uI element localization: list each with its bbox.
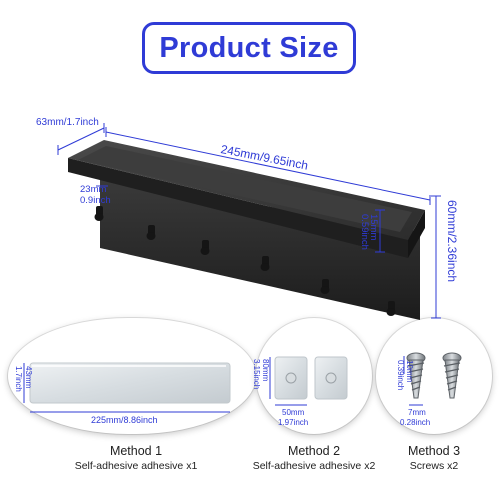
hooks	[94, 206, 396, 316]
hook	[260, 256, 270, 271]
shelf-front-lip	[68, 158, 408, 258]
method-2-height-label-2: 3.15inch	[252, 359, 261, 390]
screws-illustration	[406, 352, 462, 399]
method-1-subtitle: Self-adhesive adhesive x1	[74, 460, 198, 472]
hook-spacing-label-2: 0.9inch	[80, 195, 111, 206]
page-title: Product Size	[159, 31, 339, 64]
method-2-title: Method 2	[287, 444, 341, 458]
lip-height-label-2: 0.59inch	[359, 214, 370, 250]
hook-spacing-label-1: 23mm	[80, 184, 107, 195]
adhesive-pads-illustration	[274, 356, 348, 400]
method-2-width-label-2: 1.97inch	[278, 418, 309, 427]
method-1-height-label-1: 43mm	[24, 366, 33, 389]
hook	[320, 279, 330, 294]
method-3-height-label-1: 10mm	[405, 360, 414, 383]
method-1-height-label-2: 1.7inch	[14, 366, 23, 392]
method-2-width-label-1: 50mm	[282, 408, 305, 417]
adhesive-strip-illustration	[29, 362, 231, 404]
method-3-height-label-2: 0.39inch	[396, 360, 405, 391]
length-dimension-line	[105, 131, 431, 201]
hook	[200, 240, 210, 255]
method-3-width-label-1: 7mm	[408, 408, 426, 417]
hook	[94, 206, 104, 221]
method-3-width-label-2: 0.28inch	[400, 418, 431, 427]
method-3-subtitle: Screws x2	[409, 460, 459, 472]
hook	[146, 225, 156, 240]
method-3-title: Method 3	[407, 444, 461, 458]
method-1-width-label: 225mm/8.86inch	[91, 415, 158, 425]
depth-label: 63mm/1.7inch	[36, 117, 99, 128]
method-2-height-label-1: 80mm	[261, 359, 270, 382]
method-2-subtitle: Self-adhesive adhesive x2	[252, 460, 376, 472]
back-plate	[100, 178, 420, 320]
title-banner: Product Size	[142, 22, 356, 74]
method-1-title: Method 1	[109, 444, 163, 458]
height-label: 60mm/2.36inch	[445, 200, 459, 283]
hook	[386, 301, 396, 316]
depth-dimension-line	[57, 127, 105, 151]
